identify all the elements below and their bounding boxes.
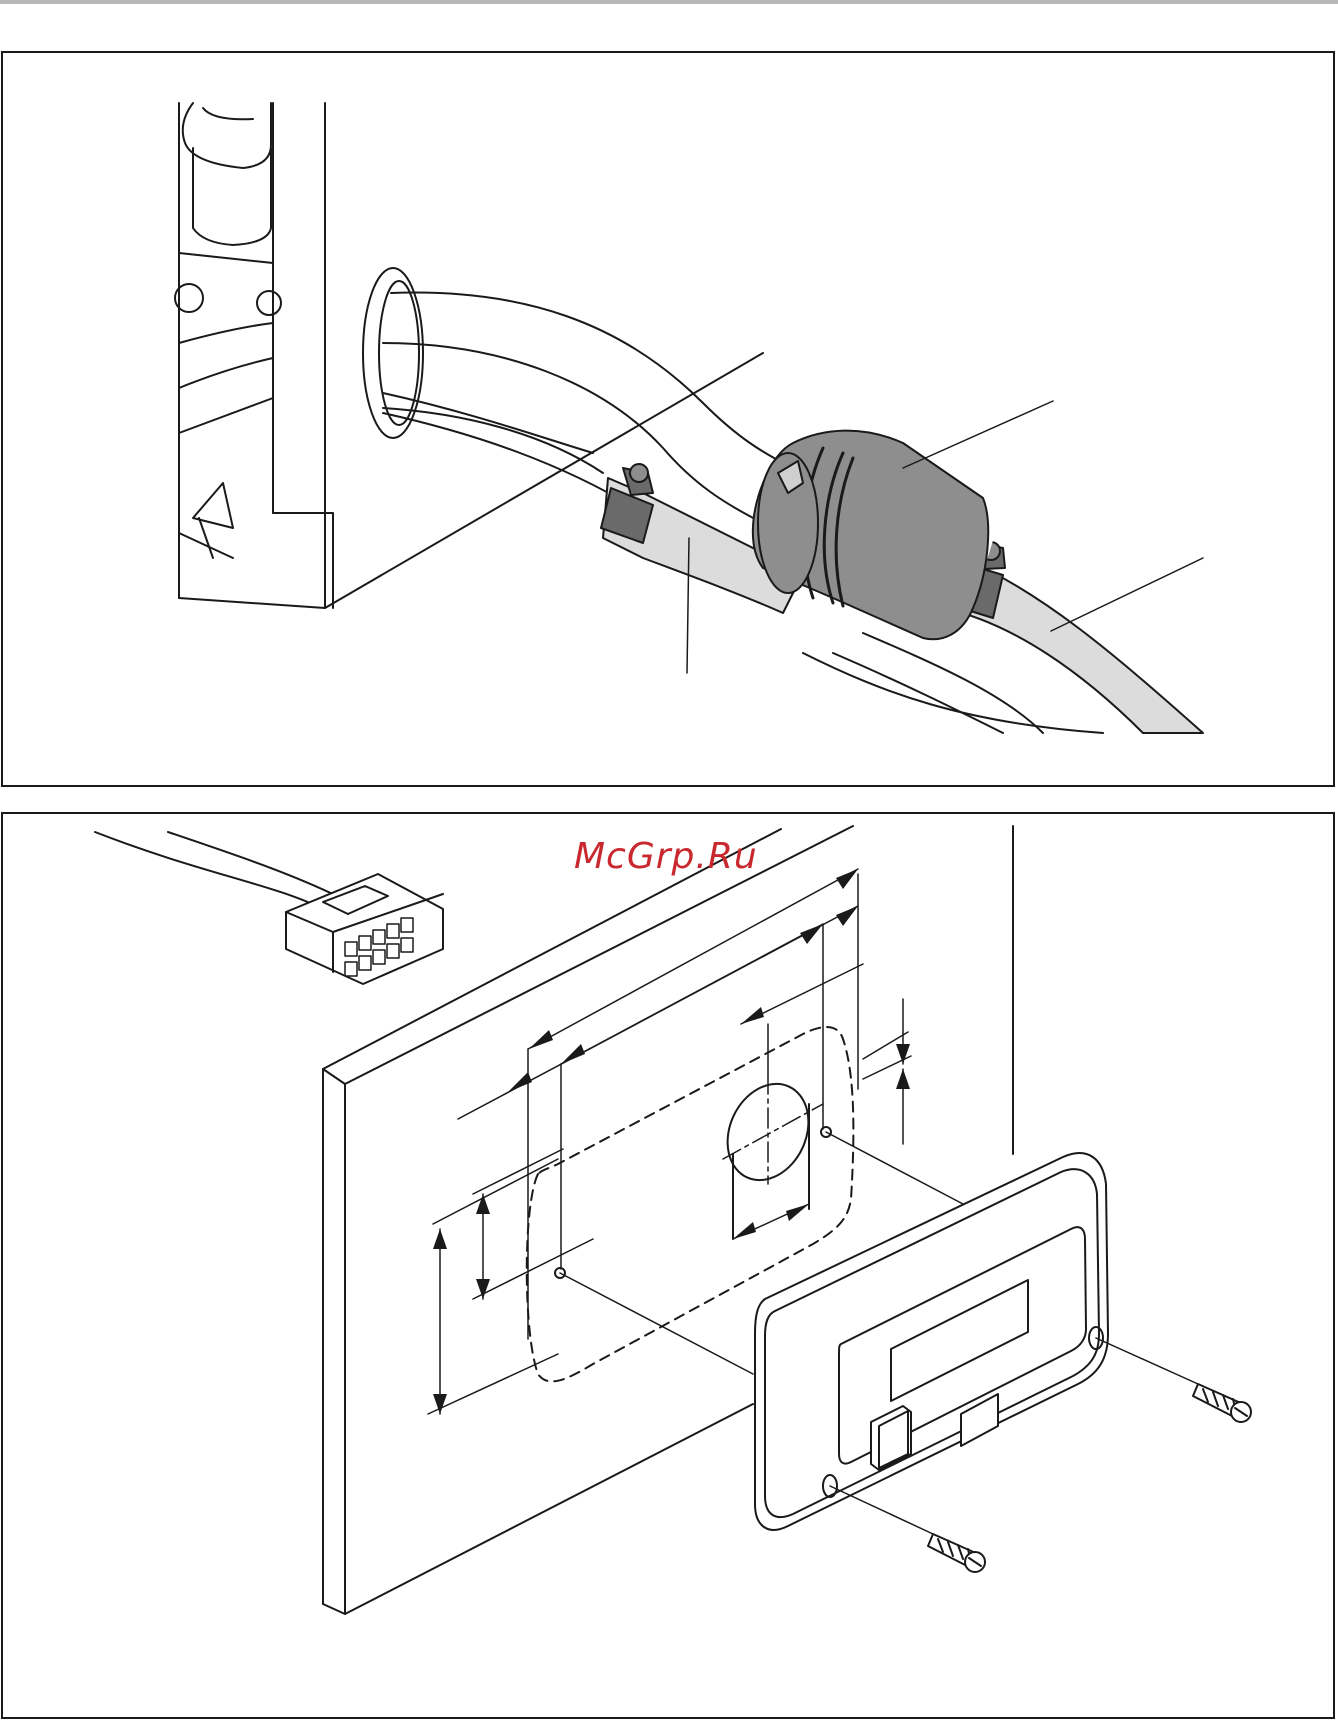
hose-connection-drawing	[3, 53, 1337, 789]
control-panel	[755, 1153, 1108, 1530]
wiring-harness-connector	[95, 832, 443, 984]
top-rule	[0, 0, 1338, 4]
mounting-screw-left	[830, 1486, 985, 1572]
hose-clamp-left	[601, 464, 653, 543]
leader-line-hose-right	[1051, 558, 1203, 631]
coupling-sleeve	[753, 413, 1003, 639]
leader-line-sleeve	[903, 401, 1053, 468]
figure-panel-mounting	[1, 812, 1335, 1719]
mounting-screw-right	[1096, 1338, 1251, 1422]
figure-hose-connection	[1, 51, 1335, 787]
watermark: McGrp.Ru	[574, 836, 758, 877]
panel-mounting-drawing	[3, 814, 1337, 1721]
